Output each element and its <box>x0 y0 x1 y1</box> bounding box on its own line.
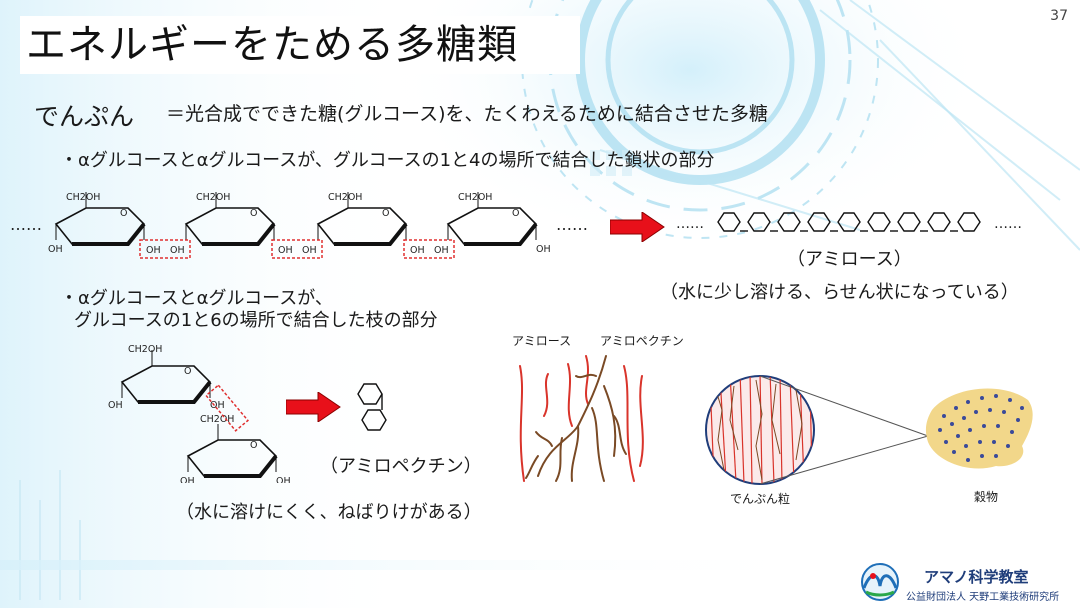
amano-logo-icon <box>861 563 899 601</box>
chain-ellipsis-left: …… <box>10 215 42 234</box>
grain-shape <box>925 388 1033 469</box>
amylose-ellipsis-left: …… <box>676 216 704 232</box>
oh-label: OH <box>180 476 195 483</box>
starch-granule-label: でんぷん粒 <box>730 492 791 506</box>
ring-oxygen-label: O <box>120 208 127 219</box>
chain-ellipsis-right: …… <box>556 215 588 234</box>
oh-label: OH <box>278 245 293 256</box>
glucose-ring-upper: CH2OH O OH OH <box>108 344 225 411</box>
ch2oh-label: CH2OH <box>196 192 230 203</box>
glucose-ring-2: CH2OH O <box>184 192 276 246</box>
glucose-branch-diagram: CH2OH O OH OH CH2OH O OH OH <box>108 344 291 483</box>
amylopectin-bullet-line1: ・αグルコースとαグルコースが、 <box>60 288 333 309</box>
amylose-hexagon-chain: …… …… <box>676 212 1022 232</box>
amylose-ellipsis-right: …… <box>994 216 1022 232</box>
oh-label: OH <box>434 245 449 256</box>
amylose-diagram-label: アミロース <box>512 334 572 348</box>
linkage-1-4-box-1: OH OH <box>139 239 191 259</box>
ring-oxygen-label: O <box>382 208 389 219</box>
linkage-1-4-box-2: OH OH <box>271 239 323 259</box>
logo-subtitle: 公益財団法人 天野工業技術研究所 <box>906 592 1060 603</box>
grain-label: 穀物 <box>974 490 999 504</box>
starch-granule-illustration <box>705 375 1033 485</box>
starch-strand-illustration <box>519 355 644 482</box>
glucose-ring-3: CH2OH O <box>316 192 408 246</box>
ch2oh-label: CH2OH <box>200 414 234 425</box>
title-background <box>20 16 580 74</box>
amylose-strands <box>519 355 644 482</box>
linkage-1-6-box <box>205 384 249 432</box>
oh-label: OH <box>276 476 291 483</box>
amylopectin-strands <box>525 355 627 482</box>
starch-definition: ＝光合成でできた糖(グルコース)を、たくわえるために結合させた多糖 <box>166 103 768 125</box>
arrow-to-amylose <box>610 212 665 242</box>
ch2oh-label: CH2OH <box>66 192 100 203</box>
page-number: 37 <box>1050 8 1068 24</box>
oh-label: OH <box>170 245 185 256</box>
amylopectin-name: （アミロペクチン） <box>320 456 482 477</box>
oh-label: OH <box>108 400 123 411</box>
page-title: エネルギーをためる多糖類 <box>26 22 518 68</box>
amylose-description: （水に少し溶ける、らせん状になっている） <box>660 282 1019 303</box>
glucose-ring-1: CH2OH O OH <box>48 192 146 255</box>
ring-oxygen-label: O <box>184 366 191 377</box>
oh-label: OH <box>146 245 161 256</box>
starch-label: でんぷん <box>34 102 135 131</box>
amylose-bullet: ・αグルコースとαグルコースが、グルコースの1と4の場所で結合した鎖状の部分 <box>60 150 715 171</box>
zoom-line-top <box>759 375 929 437</box>
arrow-to-amylopectin <box>286 392 341 422</box>
zoom-line-bottom <box>759 435 929 485</box>
amylose-name: （アミロース） <box>787 249 912 270</box>
oh-label: OH <box>210 400 225 411</box>
ring-oxygen-label: O <box>250 440 257 451</box>
linkage-1-4-box-3: OH OH <box>403 239 455 259</box>
amylopectin-diagram-label: アミロペクチン <box>600 334 684 348</box>
oh-label: OH <box>536 244 551 255</box>
ring-oxygen-label: O <box>512 208 519 219</box>
amylopectin-bullet-line2: グルコースの1と6の場所で結合した枝の部分 <box>74 310 438 331</box>
amylopectin-description: （水に溶けにくく、ねばりけがある） <box>176 502 482 523</box>
grain-dots <box>938 394 1024 462</box>
oh-label: OH <box>410 245 425 256</box>
glucose-chain-diagram: …… …… CH2OH O OH CH2OH O CH2O <box>10 192 588 259</box>
oh-label: OH <box>302 245 317 256</box>
glucose-ring-4: CH2OH O OH <box>446 192 551 255</box>
ch2oh-label: CH2OH <box>458 192 492 203</box>
ch2oh-label: CH2OH <box>128 344 162 355</box>
amylopectin-hexagon-branch <box>357 383 387 431</box>
glucose-ring-lower: CH2OH O OH OH <box>180 414 291 483</box>
logo-name: アマノ科学教室 <box>924 568 1029 586</box>
oh-label: OH <box>48 244 63 255</box>
ring-oxygen-label: O <box>250 208 257 219</box>
ch2oh-label: CH2OH <box>328 192 362 203</box>
